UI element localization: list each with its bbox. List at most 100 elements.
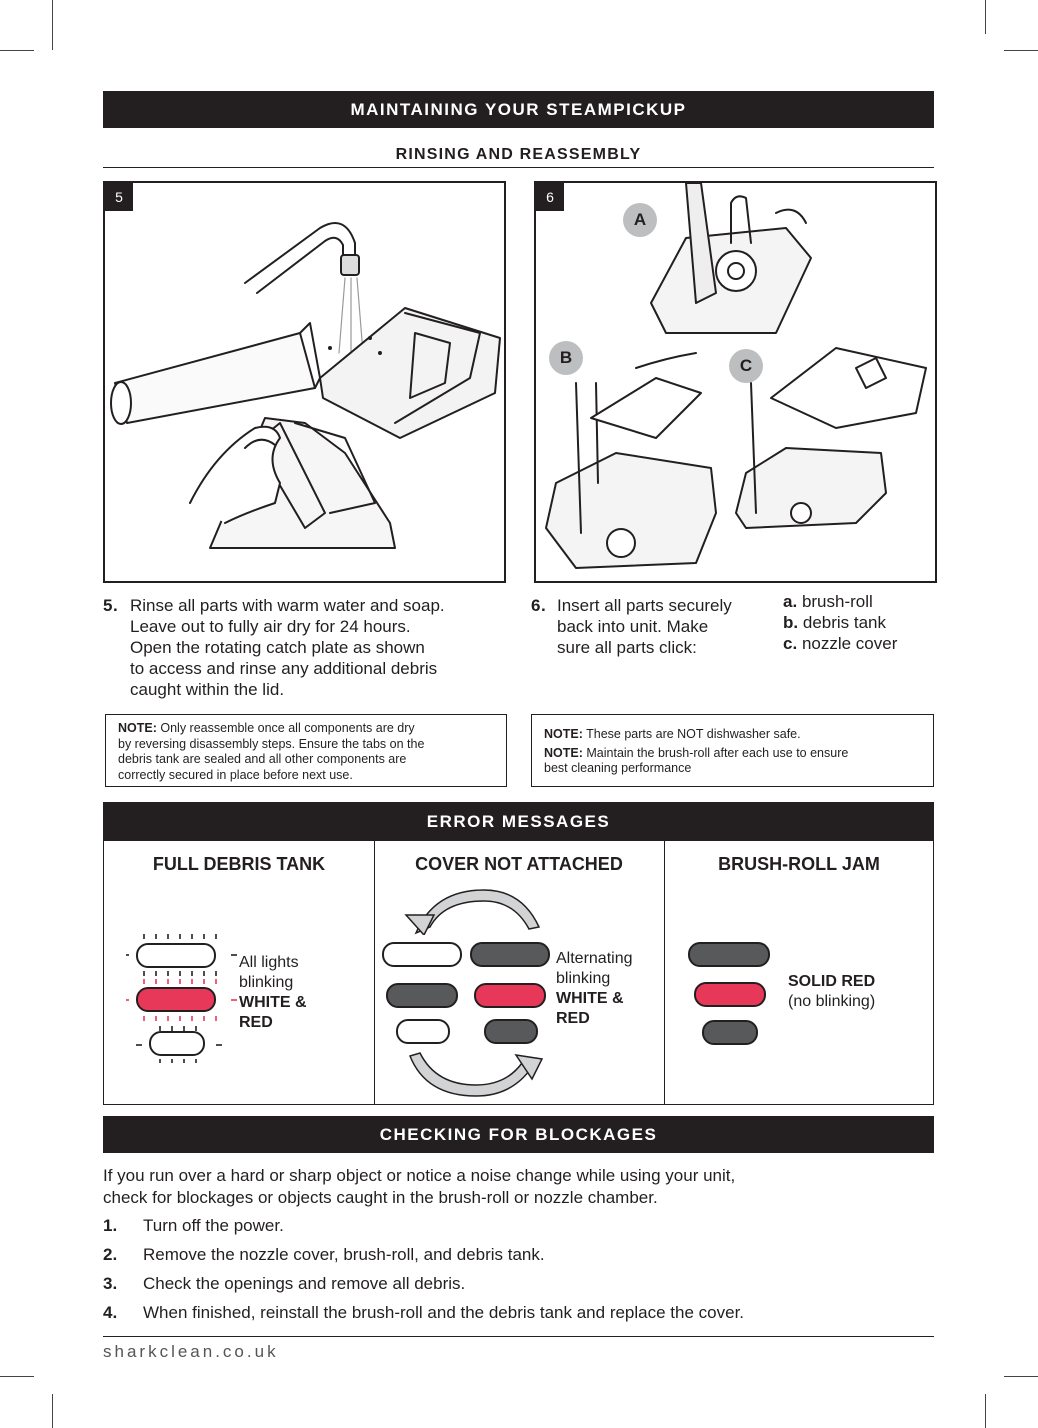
footer-rule	[103, 1336, 934, 1337]
figure-6-reassembly: 6 A B C	[534, 181, 937, 583]
step-6-text: Insert all parts securely back into unit…	[557, 595, 732, 658]
light-red	[474, 983, 546, 1008]
error-heading: COVER NOT ATTACHED	[415, 854, 623, 874]
section-header-blockages: CHECKING FOR BLOCKAGES	[103, 1116, 934, 1153]
figure-5-rinsing: 5	[103, 181, 506, 583]
note-text: These parts are NOT dishwasher safe.	[586, 727, 801, 741]
step-6-parts-list: a. brush-roll b. debris tank c. nozzle c…	[783, 591, 933, 654]
step-line: sure all parts click:	[557, 638, 697, 657]
alternate-arrow-top-icon	[404, 889, 541, 935]
note-prefix: NOTE:	[544, 745, 583, 760]
light-white	[149, 1031, 205, 1056]
section-header-maintaining: MAINTAINING YOUR STEAMPICKUP	[103, 91, 934, 128]
intro-line: check for blockages or objects caught in…	[103, 1188, 658, 1207]
blockage-step: Check the openings and remove all debris…	[143, 1274, 466, 1293]
figure-number: 6	[536, 183, 564, 211]
error-heading: BRUSH-ROLL JAM	[718, 854, 880, 874]
step-line: caught within the lid.	[130, 680, 285, 699]
blockage-step: Remove the nozzle cover, brush-roll, and…	[143, 1245, 545, 1264]
error-brush-roll-jam: BRUSH-ROLL JAM SOLID RED (no blinking)	[664, 841, 934, 1104]
step-line: Leave out to fully air dry for 24 hours.	[130, 617, 411, 636]
callout-a-label: A	[633, 210, 647, 229]
part-item: b. debris tank	[783, 612, 933, 633]
part-letter: c	[783, 634, 793, 653]
note-line: NOTE: Only reassemble once all component…	[118, 721, 494, 737]
desc-line: (no blinking)	[788, 993, 876, 1010]
callout-b-label: B	[559, 348, 573, 367]
section-header-errors: ERROR MESSAGES	[103, 802, 934, 841]
note-line: best cleaning performance	[544, 761, 692, 775]
light-red	[694, 982, 766, 1007]
part-label: nozzle cover	[801, 634, 898, 653]
note-line: by reversing disassembly steps. Ensure t…	[118, 736, 425, 751]
step-dot: .	[541, 596, 546, 615]
desc-line: blinking	[556, 970, 611, 987]
crop-mark	[985, 0, 986, 34]
step-number: 6	[531, 596, 541, 615]
blockage-step: When finished, reinstall the brush-roll …	[143, 1303, 745, 1322]
blockages-intro: If you run over a hard or sharp object o…	[103, 1165, 943, 1209]
part-dot: .	[792, 634, 798, 653]
step-5-text: Rinse all parts with warm water and soap…	[130, 595, 520, 700]
blockages-section-title: CHECKING FOR BLOCKAGES	[379, 1125, 658, 1144]
step-number: 5	[103, 596, 113, 615]
desc-line: RED	[556, 1010, 590, 1027]
blink-rays-icon	[126, 934, 237, 1063]
error-heading: FULL DEBRIS TANK	[152, 854, 326, 874]
callout-b: B	[549, 341, 583, 375]
desc-line: RED	[239, 1014, 273, 1031]
desc-line: All lights	[239, 954, 299, 971]
note-line: NOTE: These parts are NOT dishwasher saf…	[544, 727, 921, 743]
error-messages-table: FULL DEBRIS TANK All lights blinking WHI…	[103, 841, 934, 1105]
note-line: NOTE: Maintain the brush-roll after each…	[544, 746, 921, 762]
step-line: Insert all parts securely	[557, 596, 732, 615]
error-description: All lights blinking WHITE & RED	[239, 953, 307, 1033]
part-item: a. brush-roll	[783, 591, 933, 612]
light-white	[136, 943, 216, 968]
reassembly-illustration	[545, 183, 927, 569]
crop-mark	[985, 1394, 986, 1428]
error-full-debris-tank: FULL DEBRIS TANK All lights blinking WHI…	[104, 841, 375, 1104]
callout-a: A	[623, 203, 657, 237]
light-red	[136, 987, 216, 1012]
light-grey	[484, 1019, 538, 1044]
step-line: back into unit. Make	[557, 617, 709, 636]
part-label: brush-roll	[801, 592, 873, 611]
light-grey	[688, 942, 770, 967]
rinsing-illustration	[110, 222, 501, 549]
step-number: 3.	[103, 1274, 118, 1293]
crop-mark	[52, 0, 53, 50]
light-grey	[470, 942, 550, 967]
step-dot: .	[113, 596, 118, 615]
light-white	[382, 942, 462, 967]
note-text: Maintain the brush-roll after each use t…	[586, 745, 849, 760]
part-dot: .	[792, 592, 798, 611]
subtitle-rule	[103, 167, 934, 168]
note-box-dishwasher: NOTE: These parts are NOT dishwasher saf…	[531, 714, 934, 787]
step-number: 4.	[103, 1303, 118, 1322]
note-box-reassembly: NOTE: Only reassemble once all component…	[105, 714, 507, 787]
crop-mark	[1004, 1376, 1038, 1377]
light-white	[396, 1019, 450, 1044]
step-line: to access and rinse any additional debri…	[130, 659, 438, 678]
intro-line: If you run over a hard or sharp object o…	[103, 1166, 736, 1185]
note-prefix: NOTE:	[544, 727, 583, 741]
note-line: debris tank are sealed and all other com…	[118, 752, 407, 766]
desc-line: WHITE &	[556, 990, 624, 1007]
footer-url[interactable]: sharkclean.co.uk	[103, 1342, 279, 1361]
part-item: c. nozzle cover	[783, 633, 933, 654]
step-line: Rinse all parts with warm water and soap…	[130, 596, 445, 615]
callout-c-label: C	[739, 356, 753, 375]
step-number: 2.	[103, 1245, 118, 1264]
figure-number: 5	[105, 183, 133, 211]
light-grey	[386, 983, 458, 1008]
crop-mark	[0, 1376, 34, 1377]
desc-line: WHITE &	[239, 994, 307, 1011]
part-dot: .	[793, 613, 799, 632]
error-description: Alternating blinking WHITE & RED	[556, 949, 633, 1029]
desc-line: blinking	[239, 974, 294, 991]
note-line: correctly secured in place before next u…	[118, 767, 353, 782]
alternate-arrow-bottom-icon	[408, 1052, 544, 1097]
crop-mark	[1004, 50, 1038, 51]
part-letter: a	[783, 592, 793, 611]
